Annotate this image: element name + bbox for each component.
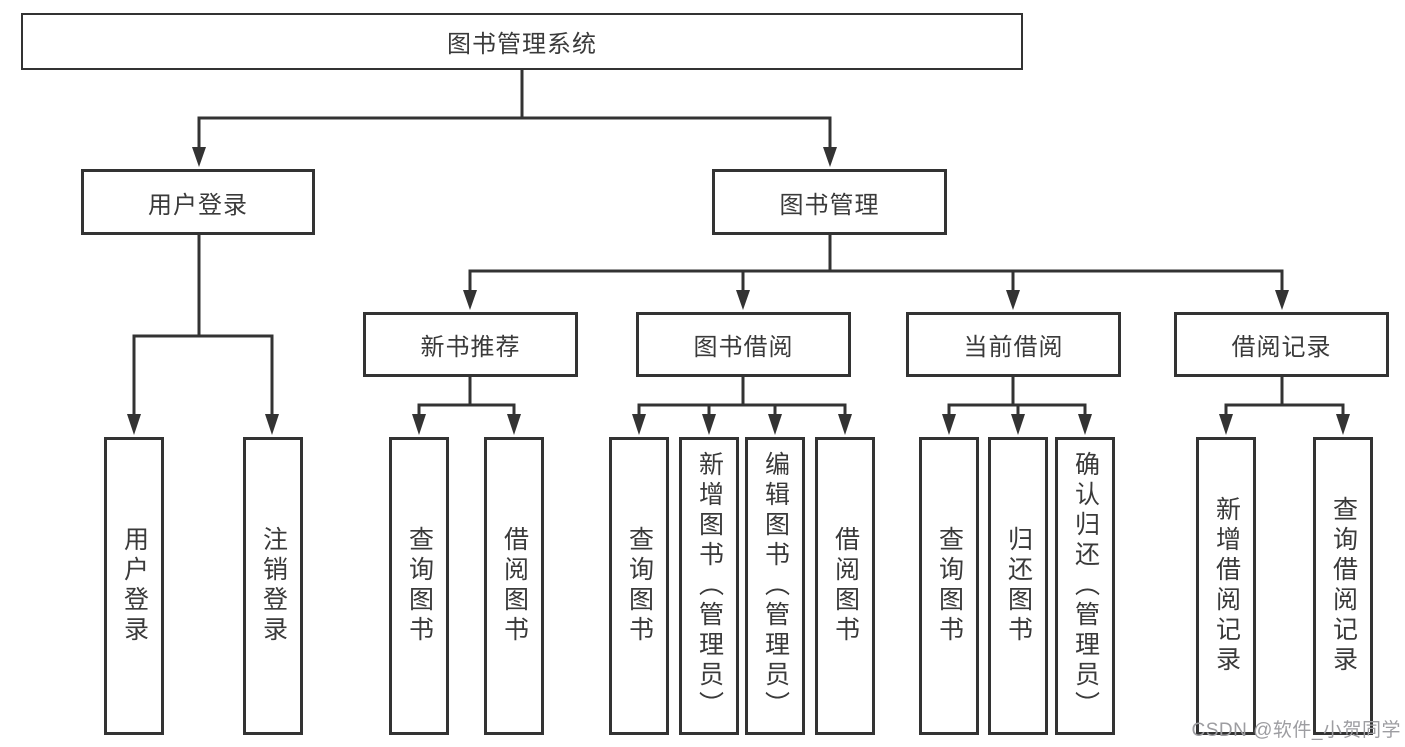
node-label: 图书借阅 <box>693 334 794 361</box>
leaf-confirm-return-admin: 确认归还（管理员） <box>1055 437 1115 735</box>
leaf-edit-books-admin: 编辑图书（管理员） <box>745 437 805 735</box>
leaf-label: 借阅图书 <box>500 526 529 646</box>
leaf-query-books-recommend: 查询图书 <box>389 437 449 735</box>
node-label: 新书推荐 <box>420 334 521 361</box>
leaf-label: 借阅图书 <box>831 526 860 646</box>
node-new-book-recommendation: 新书推荐 <box>363 312 578 377</box>
leaf-label: 注销登录 <box>259 526 288 646</box>
leaf-query-books-borrowing: 查询图书 <box>609 437 669 735</box>
leaf-borrow-books-recommend: 借阅图书 <box>484 437 544 735</box>
leaf-query-books-current: 查询图书 <box>919 437 979 735</box>
node-label: 借阅记录 <box>1231 334 1332 361</box>
leaf-return-books: 归还图书 <box>988 437 1048 735</box>
leaf-query-borrow-record: 查询借阅记录 <box>1313 437 1373 735</box>
leaf-label: 查询图书 <box>405 526 434 646</box>
arrowhead-icons <box>127 147 1350 435</box>
node-borrowing-records: 借阅记录 <box>1174 312 1389 377</box>
leaf-borrow-books: 借阅图书 <box>815 437 875 735</box>
node-current-borrowing: 当前借阅 <box>906 312 1121 377</box>
node-user-login: 用户登录 <box>81 169 315 235</box>
leaf-add-books-admin: 新增图书（管理员） <box>679 437 739 735</box>
node-book-management: 图书管理 <box>712 169 947 235</box>
node-library-management-system: 图书管理系统 <box>21 13 1023 70</box>
csdn-watermark: CSDN @软件_小贺同学 <box>1191 720 1401 741</box>
leaf-label: 用户登录 <box>120 526 149 646</box>
node-label: 图书管理系统 <box>447 31 597 58</box>
leaf-label: 查询图书 <box>625 526 654 646</box>
node-label: 图书管理 <box>779 191 880 219</box>
leaf-label: 新增借阅记录 <box>1212 496 1241 676</box>
leaf-label: 新增图书（管理员） <box>695 451 724 721</box>
leaf-label: 确认归还（管理员） <box>1071 451 1100 721</box>
node-label: 用户登录 <box>148 191 248 219</box>
leaf-user-login: 用户登录 <box>104 437 164 735</box>
leaf-add-borrow-record: 新增借阅记录 <box>1196 437 1256 735</box>
node-book-borrowing: 图书借阅 <box>636 312 851 377</box>
leaf-label: 查询借阅记录 <box>1329 496 1358 676</box>
leaf-label: 归还图书 <box>1004 526 1033 646</box>
leaf-label: 编辑图书（管理员） <box>761 451 790 721</box>
leaf-logout: 注销登录 <box>243 437 303 735</box>
node-label: 当前借阅 <box>963 334 1064 361</box>
leaf-label: 查询图书 <box>935 526 964 646</box>
